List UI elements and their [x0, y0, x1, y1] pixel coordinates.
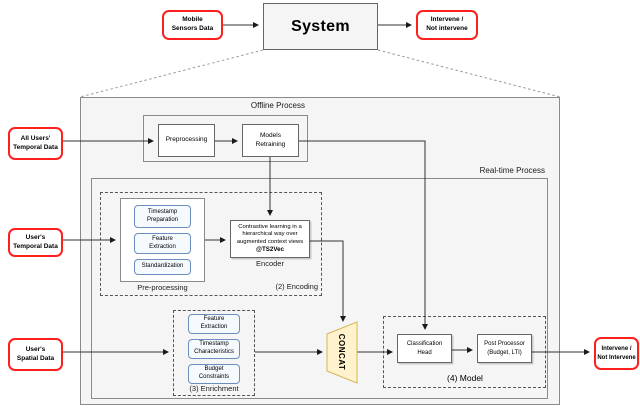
preprocessing-group-label: Pre-processing [137, 283, 188, 292]
encoder-method-tag: @TS2Vec [255, 246, 285, 254]
intervene-output-node: Intervene / Not Intervene [594, 337, 639, 370]
timestamp-preparation-step: Timestamp Preparation [134, 205, 191, 228]
offline-process-container [143, 115, 308, 162]
encoding-section-label: (2) Encoding [275, 282, 318, 291]
edge-retraining-to-classification [299, 140, 428, 330]
decomposition-line-left [79, 49, 264, 98]
all-users-temporal-data-node: All Users' Temporal Data [8, 127, 63, 160]
timestamp-characteristics-step: Timestamp Characteristics [188, 339, 240, 359]
post-processor-node: Post Processor (Budget, LTI) [477, 334, 532, 363]
edge-encoder-to-concat [310, 240, 346, 322]
classification-head-node: Classification Head [397, 334, 452, 363]
enrichment-feature-extraction-step: Feature Extraction [188, 314, 240, 334]
standardization-step: Standardization [134, 259, 191, 275]
offline-process-title: Offline Process [250, 101, 305, 110]
enrichment-section-label: (3) Enrichment [189, 384, 239, 393]
decomposition-line-right [377, 49, 561, 98]
preprocessing-node: Preprocessing [158, 124, 215, 157]
model-section-label: (4) Model [447, 373, 483, 383]
encoder-node: Contrastive learning in a hierarchical w… [230, 220, 310, 258]
encoder-label: Encoder [256, 259, 284, 268]
realtime-process-container [91, 178, 548, 399]
concat-trapezoid-shape [326, 321, 358, 384]
user-temporal-data-node: User's Temporal Data [8, 228, 63, 257]
user-spatial-data-node: User's Spatial Data [8, 338, 63, 371]
realtime-process-title: Real-time Process [479, 166, 545, 175]
system-node: System [263, 3, 378, 50]
feature-extraction-step: Feature Extraction [134, 233, 191, 254]
intervene-top-node: Intervene / Not intervene [416, 10, 478, 40]
concat-node-label: CONCAT [337, 333, 347, 371]
encoding-section-box [100, 192, 322, 296]
enrichment-section-box [173, 310, 255, 396]
mobile-sensors-data-node: Mobile Sensors Data [162, 10, 223, 40]
budget-constraints-step: Budget Constraints [188, 364, 240, 384]
models-retraining-node: Models Retraining [242, 124, 299, 157]
encoder-description: Contrastive learning in a hierarchical w… [236, 223, 304, 245]
